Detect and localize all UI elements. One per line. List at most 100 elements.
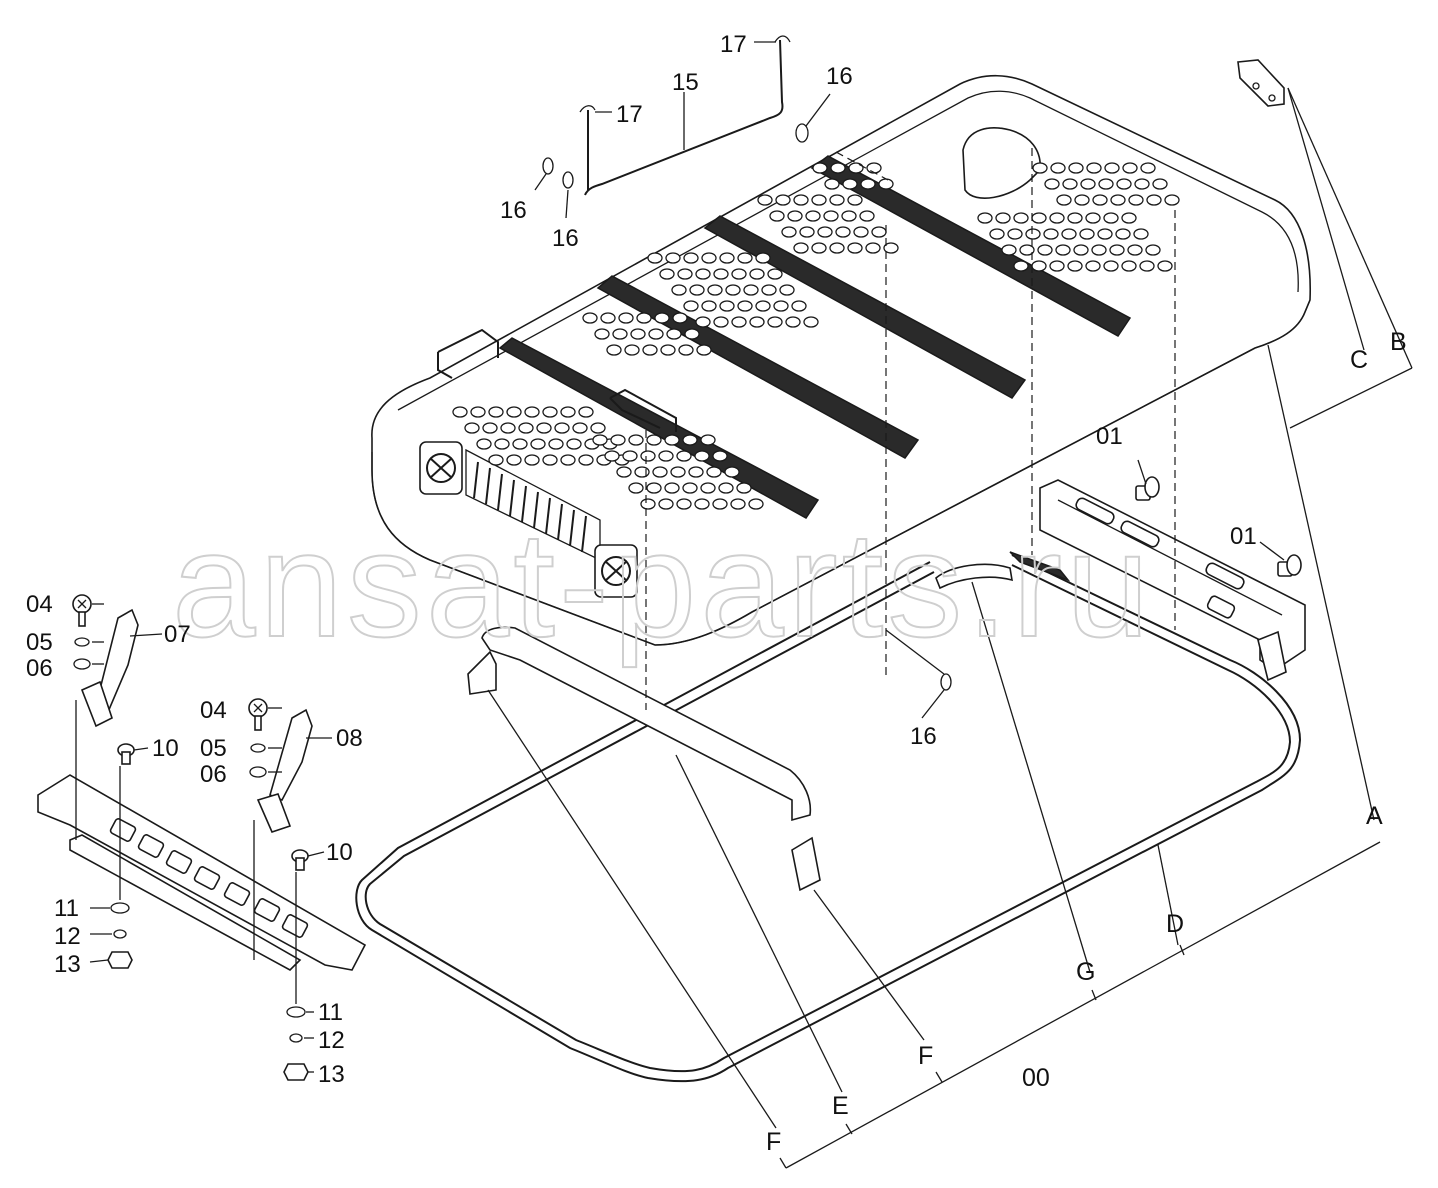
roof-hole [1134, 178, 1150, 190]
roof-hole [660, 344, 676, 356]
roof-hole [1050, 162, 1066, 174]
roof-hole [736, 482, 752, 494]
projection-lines [645, 148, 1176, 710]
roof-hole [1013, 260, 1029, 272]
roof-hole [672, 312, 688, 324]
callout-16a: 16 [500, 197, 527, 224]
callout-12b: 12 [318, 1027, 345, 1054]
callout-12a: 12 [54, 923, 81, 950]
roof-hole [767, 316, 783, 328]
roof-hole [1139, 260, 1155, 272]
callout-06a: 06 [26, 655, 53, 682]
roof-hole [773, 300, 789, 312]
roof-hole [488, 454, 504, 466]
roof-hole [767, 268, 783, 280]
roof-hole [724, 466, 740, 478]
roof-hole [713, 316, 729, 328]
roof-hole [860, 178, 876, 190]
roof-hole [530, 438, 546, 450]
bolt-01b [1277, 554, 1302, 577]
callout-06b: 06 [200, 761, 227, 788]
roof-hole [665, 252, 681, 264]
roof-hole [494, 438, 510, 450]
roof-hole [737, 252, 753, 264]
roof-hole [829, 194, 845, 206]
roof-hole [1044, 178, 1060, 190]
callout-08: 08 [336, 725, 363, 752]
roof-hole [1067, 260, 1083, 272]
roof-hole [824, 178, 840, 190]
seal-frame [355, 551, 1302, 1083]
roof-hole [694, 450, 710, 462]
roof-hole [506, 406, 522, 418]
roof-hole [592, 434, 608, 446]
roof-hole [524, 454, 540, 466]
roof-hole [671, 284, 687, 296]
roof-hole [730, 498, 746, 510]
roof-hole [761, 284, 777, 296]
roof-hole [785, 316, 801, 328]
roof-hole [634, 466, 650, 478]
roof-hole [694, 498, 710, 510]
roof-hole [791, 300, 807, 312]
roof-hole [636, 312, 652, 324]
roof-hole [582, 312, 598, 324]
roof-hole [830, 162, 846, 174]
roof-hole [779, 284, 795, 296]
roof-hole [793, 242, 809, 254]
roof-hole [1067, 212, 1083, 224]
roof-hole [1007, 228, 1023, 240]
roof-hole [805, 210, 821, 222]
roof-hole [628, 482, 644, 494]
roof-hole [842, 178, 858, 190]
roof-hole [817, 226, 833, 238]
rail-assembly [1039, 476, 1306, 682]
roof-hole [566, 438, 582, 450]
roof-hole [488, 406, 504, 418]
roof-hole [799, 226, 815, 238]
roof-hole [883, 242, 899, 254]
roof-hole [1121, 212, 1137, 224]
roof-hole [658, 450, 674, 462]
callout-13a: 13 [54, 951, 81, 978]
roof-hole [630, 328, 646, 340]
roof-hole [682, 482, 698, 494]
callout-10a: 10 [152, 735, 179, 762]
callout-11b: 11 [318, 999, 343, 1026]
roof-hole [731, 268, 747, 280]
roof-holes [452, 162, 1180, 510]
roof-rod [542, 35, 952, 691]
roof-hole [604, 450, 620, 462]
roof-hole [713, 268, 729, 280]
bracket-b [1237, 59, 1285, 107]
roof-hole [1109, 244, 1125, 256]
group-d: D [1166, 910, 1184, 938]
roof-hole [847, 194, 863, 206]
callout-16b: 16 [552, 225, 579, 252]
roof-hole [1110, 194, 1126, 206]
roof-hole [659, 268, 675, 280]
roof-hole [1031, 260, 1047, 272]
roof-hole [1080, 178, 1096, 190]
roof-panel [371, 74, 1311, 646]
callout-labels: 17 17 15 16 16 16 16 01 01 04 05 06 07 0… [26, 31, 1257, 1088]
roof-hole [506, 454, 522, 466]
roof-hole [1104, 162, 1120, 174]
roof-hole [793, 194, 809, 206]
roof-hole [706, 466, 722, 478]
bolt-01a [1135, 476, 1160, 501]
roof-hole [452, 406, 468, 418]
roof-hole [1103, 212, 1119, 224]
roof-hole [701, 300, 717, 312]
watermark: ansat-parts.ru [172, 500, 1153, 668]
pad-f-left [467, 650, 497, 695]
roof-hole [622, 450, 638, 462]
roof-hole [500, 422, 516, 434]
roof-hole [1032, 162, 1048, 174]
group-00: 00 [1022, 1064, 1050, 1092]
roof-hole [666, 328, 682, 340]
roof-hole [572, 422, 588, 434]
roof-hole [781, 226, 797, 238]
roof-hole [866, 162, 882, 174]
roof-hole [1103, 260, 1119, 272]
